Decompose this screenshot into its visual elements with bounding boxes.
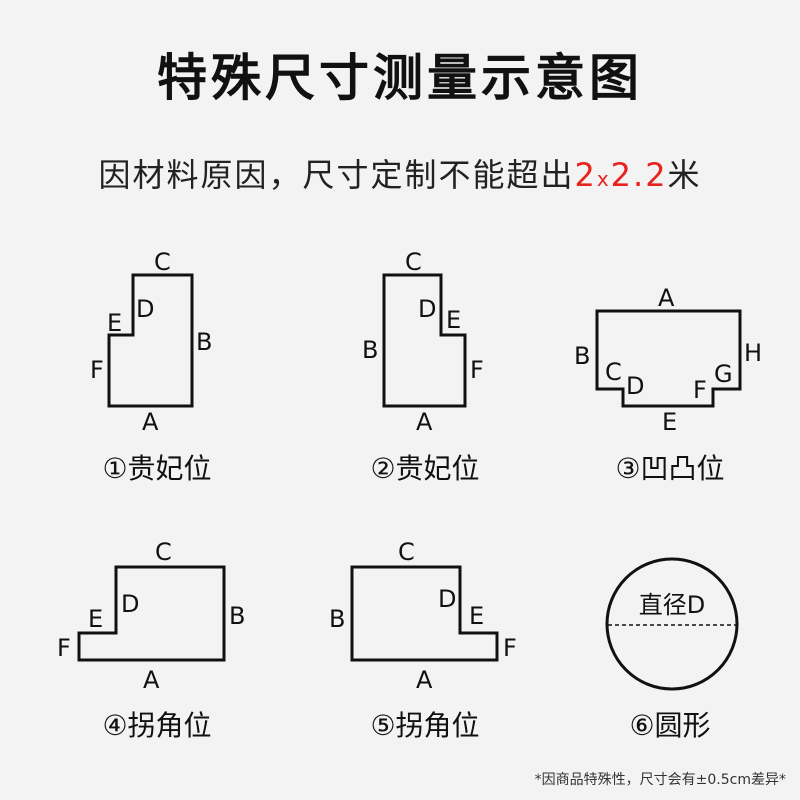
- caption-corner-2: ⑤拐角位: [370, 709, 480, 742]
- diagram-corner-1: C D E B F A: [57, 538, 245, 694]
- label-e: E: [88, 605, 103, 633]
- notice-text: 因材料原因，尺寸定制不能超出: [98, 156, 575, 194]
- label-a: A: [142, 408, 159, 436]
- caption-corner-1: ④拐角位: [102, 709, 212, 742]
- diagram-circle: 直径D: [605, 557, 739, 691]
- page-title: 特殊尺寸测量示意图: [157, 49, 643, 107]
- unit-text: 米: [667, 156, 702, 194]
- size-limit-notice: 因材料原因，尺寸定制不能超出2x2.2米: [0, 150, 800, 196]
- label-d: D: [626, 372, 644, 400]
- times-symbol: x: [596, 167, 611, 191]
- label-f: F: [470, 356, 484, 384]
- label-d: D: [121, 590, 139, 618]
- label-e: E: [662, 408, 677, 436]
- label-a: A: [416, 666, 433, 694]
- label-e: E: [107, 309, 122, 337]
- tolerance-footnote: *因商品特殊性，尺寸会有±0.5cm差异*: [534, 772, 786, 788]
- label-c: C: [398, 538, 415, 566]
- diagram-corner-2: C D E B F A: [329, 538, 517, 694]
- max-width-value: 2: [574, 156, 597, 194]
- caption-chaise-1: ①贵妃位: [102, 452, 212, 485]
- label-b: B: [329, 605, 345, 633]
- caption-concave-convex: ③凹凸位: [615, 452, 725, 485]
- label-c: C: [155, 538, 172, 566]
- diagram-chaise-1: C D E B F A: [90, 248, 212, 436]
- label-c: C: [405, 248, 422, 276]
- label-c: C: [154, 248, 171, 276]
- label-a: A: [143, 666, 160, 694]
- max-length-value: 2.2: [610, 156, 668, 194]
- label-f: F: [503, 634, 517, 662]
- label-b: B: [196, 328, 212, 356]
- label-b: B: [229, 602, 245, 630]
- diagram-chaise-2: C D E B F A: [362, 248, 484, 436]
- diagram-concave-convex: A B H C D F G E: [574, 284, 762, 436]
- label-a: A: [658, 284, 675, 312]
- label-d: D: [438, 585, 456, 613]
- label-f: F: [57, 634, 71, 662]
- caption-chaise-2: ②贵妃位: [370, 452, 480, 485]
- label-b: B: [574, 342, 590, 370]
- label-a: A: [416, 408, 433, 436]
- label-f: F: [693, 376, 707, 404]
- label-b: B: [362, 336, 378, 364]
- caption-circle: ⑥圆形: [629, 709, 711, 742]
- label-f: F: [90, 356, 104, 384]
- label-g: G: [714, 360, 733, 388]
- label-e: E: [469, 602, 484, 630]
- label-diameter: 直径D: [639, 591, 705, 619]
- label-d: D: [136, 295, 154, 323]
- label-e: E: [446, 306, 461, 334]
- label-c: C: [605, 358, 622, 386]
- label-h: H: [744, 339, 762, 367]
- label-d: D: [418, 295, 436, 323]
